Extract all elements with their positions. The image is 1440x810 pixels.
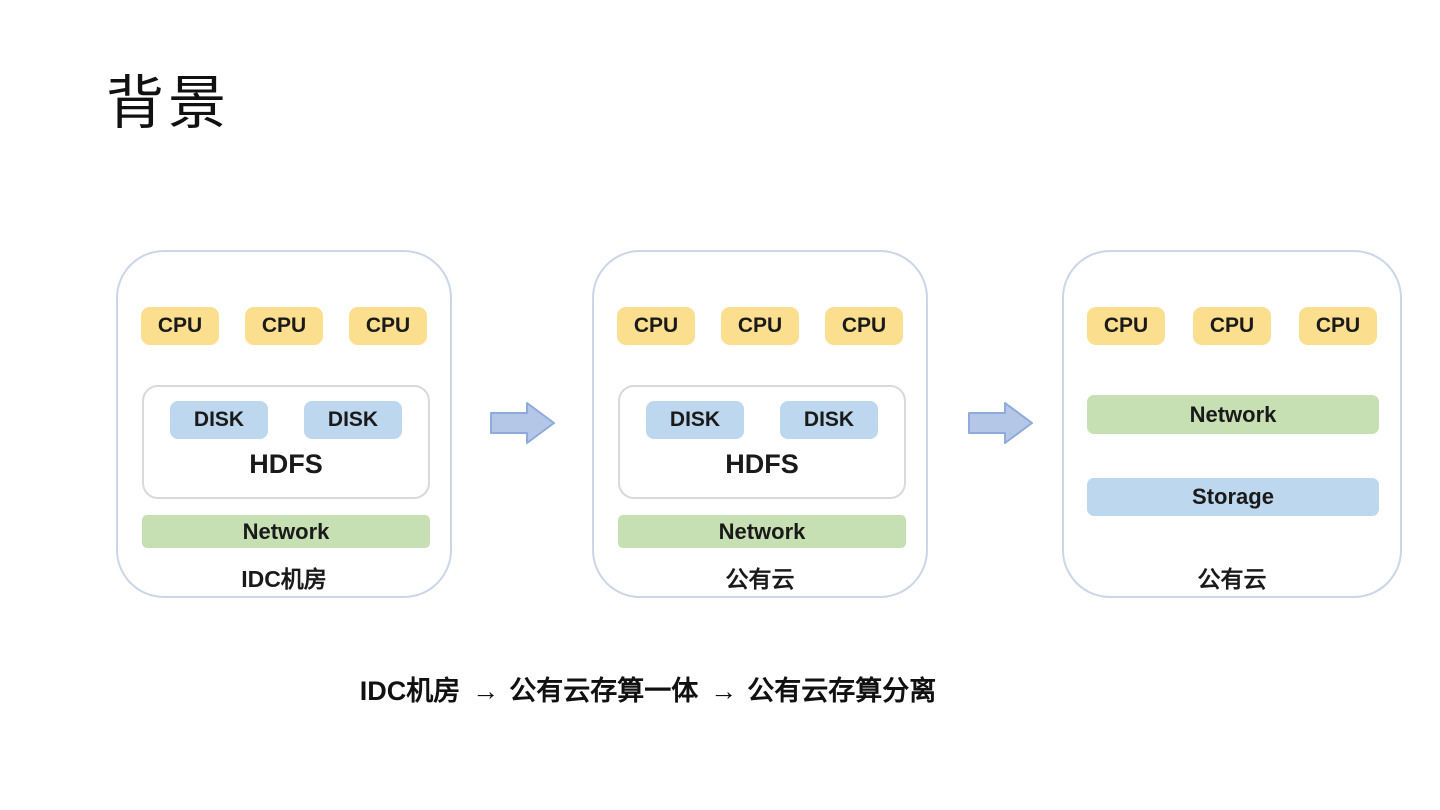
- disk-chip: DISK: [646, 401, 744, 439]
- cpu-chip: CPU: [245, 307, 323, 345]
- caption-arrow-icon: →: [472, 676, 500, 706]
- hdfs-box: DISK DISK HDFS: [142, 385, 430, 499]
- stage-label-public-cloud: 公有云: [725, 566, 795, 592]
- stage-idc: CPU CPU CPU DISK DISK HDFS Network IDC机房: [116, 250, 452, 598]
- cpu-chip: CPU: [1299, 307, 1377, 345]
- disk-row: DISK DISK: [144, 401, 428, 439]
- cpu-chip: CPU: [1087, 307, 1165, 345]
- stage-label-idc: IDC机房: [241, 566, 327, 592]
- stage-cloud-separated: CPU CPU CPU Network Storage 公有云: [1062, 250, 1402, 598]
- stage-cloud-integrated: CPU CPU CPU DISK DISK HDFS Network 公有云: [592, 250, 928, 598]
- right-block-arrow-icon: [490, 402, 555, 444]
- caption-arrow-icon: →: [710, 676, 738, 706]
- network-bar: Network: [142, 515, 430, 548]
- disk-chip: DISK: [304, 401, 402, 439]
- disk-row: DISK DISK: [620, 401, 904, 439]
- hdfs-label: HDFS: [249, 449, 323, 479]
- disk-chip: DISK: [780, 401, 878, 439]
- cpu-chip: CPU: [617, 307, 695, 345]
- cpu-chip: CPU: [141, 307, 219, 345]
- cpu-row: CPU CPU CPU: [118, 307, 450, 345]
- caption-segment-idc: IDC机房: [359, 676, 461, 706]
- storage-bar: Storage: [1087, 478, 1379, 516]
- cpu-chip: CPU: [1193, 307, 1271, 345]
- cpu-chip: CPU: [721, 307, 799, 345]
- cpu-row: CPU CPU CPU: [594, 307, 926, 345]
- page-title: 背景: [106, 71, 231, 136]
- evolution-caption: IDC机房 → 公有云存算一体 → 公有云存算分离: [360, 669, 937, 708]
- right-block-arrow-icon: [968, 402, 1033, 444]
- cpu-row: CPU CPU CPU: [1064, 307, 1400, 345]
- caption-segment-separated: 公有云存算分离: [747, 676, 937, 706]
- cpu-chip: CPU: [825, 307, 903, 345]
- caption-segment-integrated: 公有云存算一体: [509, 676, 699, 706]
- hdfs-box: DISK DISK HDFS: [618, 385, 906, 499]
- network-bar: Network: [1087, 395, 1379, 434]
- cpu-chip: CPU: [349, 307, 427, 345]
- hdfs-label: HDFS: [725, 449, 799, 479]
- stage-label-public-cloud: 公有云: [1197, 566, 1267, 592]
- network-bar: Network: [618, 515, 906, 548]
- disk-chip: DISK: [170, 401, 268, 439]
